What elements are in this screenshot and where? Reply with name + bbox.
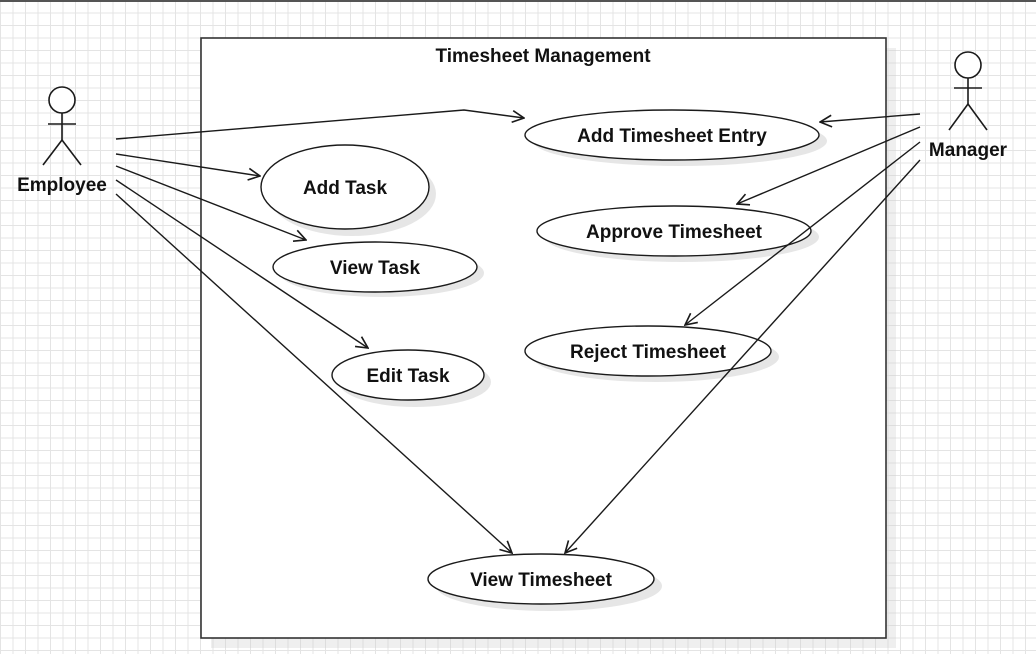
- arrow-manager-approve-timesheet[interactable]: [737, 126, 921, 204]
- arrow-employee-edit-task[interactable]: [115, 179, 368, 348]
- use-case-view-task[interactable]: View Task: [272, 241, 478, 293]
- use-case-edit-task[interactable]: Edit Task: [331, 349, 485, 401]
- use-case-label: View Task: [330, 258, 421, 279]
- stick-figure-icon: [42, 86, 82, 166]
- use-case-add-timesheet-entry[interactable]: Add Timesheet Entry: [524, 109, 820, 161]
- arrow-manager-view-timesheet[interactable]: [565, 159, 921, 553]
- stick-figure-icon: [948, 51, 988, 131]
- use-case-reject-timesheet[interactable]: Reject Timesheet: [524, 325, 772, 377]
- use-case-label: View Timesheet: [470, 570, 613, 591]
- actor-label: Employee: [17, 175, 107, 196]
- use-case-approve-timesheet[interactable]: Approve Timesheet: [536, 205, 812, 257]
- use-case-label: Reject Timesheet: [570, 342, 727, 363]
- associations: [115, 109, 921, 553]
- actor-employee[interactable]: Employee: [17, 86, 107, 196]
- arrow-employee-view-timesheet[interactable]: [115, 193, 512, 553]
- system-title: Timesheet Management: [435, 46, 651, 67]
- arrow-employee-view-task[interactable]: [115, 165, 306, 240]
- use-case-label: Edit Task: [366, 366, 449, 387]
- actor-label: Manager: [929, 140, 1008, 161]
- use-case-label: Approve Timesheet: [586, 222, 763, 243]
- arrow-manager-reject-timesheet[interactable]: [685, 141, 921, 325]
- use-case-label: Add Task: [303, 178, 388, 199]
- top-border: [0, 0, 1036, 2]
- use-case-add-task[interactable]: Add Task: [260, 144, 430, 230]
- use-case-label: Add Timesheet Entry: [577, 126, 767, 147]
- arrow-manager-add-timesheet-entry[interactable]: [820, 113, 921, 122]
- arrow-employee-add-task[interactable]: [115, 153, 260, 176]
- use-case-view-timesheet[interactable]: View Timesheet: [427, 553, 655, 605]
- arrow-employee-add-timesheet-entry[interactable]: [115, 109, 524, 140]
- actor-manager[interactable]: Manager: [929, 51, 1008, 161]
